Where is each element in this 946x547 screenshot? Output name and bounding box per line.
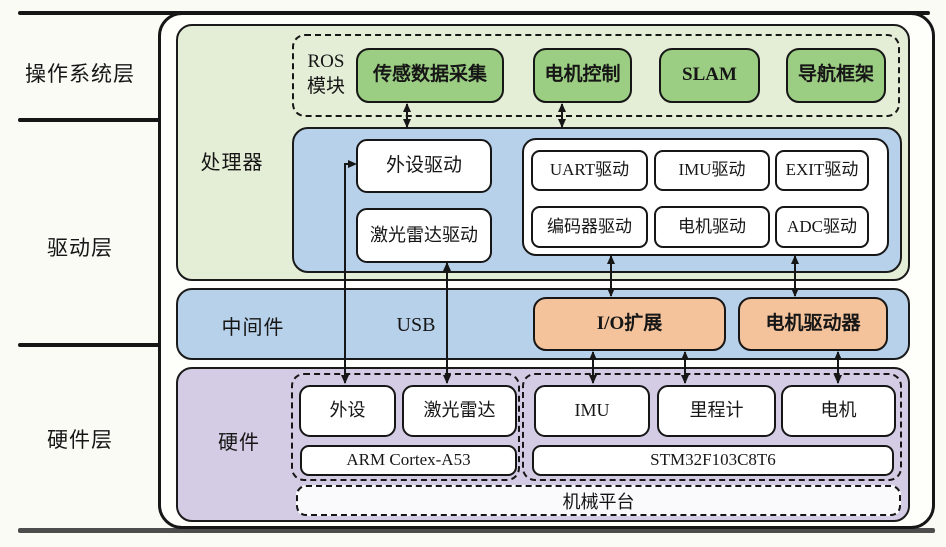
- middleware-label: 中间件: [221, 316, 285, 339]
- arrow-motordriver-motor: [833, 351, 842, 384]
- motor-box: 电机: [781, 385, 896, 437]
- arrow-drivers-io-expansion: [606, 255, 615, 297]
- arrow-io-imu: [588, 351, 597, 384]
- arrow-peripheral-into-driver: [344, 159, 357, 168]
- motor-driver-box: 电机驱动器: [738, 297, 888, 351]
- ros-module-label-line2: 模块: [306, 76, 345, 97]
- driver-uart: UART驱动: [531, 150, 648, 191]
- arrow-sensor-node-driver: [402, 103, 411, 128]
- processor-label: 处理器: [200, 151, 264, 174]
- peripheral-driver-box: 外设驱动: [356, 139, 492, 193]
- arrow-drivers-motor-driver: [790, 255, 799, 297]
- arrow-io-odometer: [680, 351, 689, 384]
- layer-label-os: 操作系统层: [25, 62, 135, 86]
- driver-adc: ADC驱动: [775, 206, 869, 248]
- driver-motor: 电机驱动: [654, 206, 770, 248]
- odometer-box: 里程计: [657, 385, 776, 437]
- layer-divider-driver-hardware: [18, 343, 160, 347]
- ros-node-motor-control: 电机控制: [533, 48, 632, 103]
- ros-module-group: [292, 34, 900, 117]
- mechanical-platform-box: 机械平台: [296, 485, 901, 516]
- peripheral-box: 外设: [299, 385, 396, 437]
- mcu-hardware-group: [522, 373, 902, 481]
- imu-box: IMU: [534, 385, 650, 437]
- layer-divider-os-driver: [18, 118, 160, 122]
- ros-module-label-line1: ROS: [307, 51, 345, 73]
- lidar-driver-box: 激光雷达驱动: [356, 208, 492, 263]
- io-expansion-box: I/O扩展: [533, 297, 726, 351]
- ros-module-label: ROS 模块: [298, 50, 354, 100]
- arrow-peripheral-vertical: [340, 164, 349, 384]
- layer-label-hardware: 硬件层: [47, 428, 113, 452]
- driver-encoder: 编码器驱动: [531, 206, 648, 248]
- stm32-chip-box: STM32F103C8T6: [532, 445, 894, 476]
- arrow-lidar-driver-lidar: [442, 262, 451, 384]
- driver-imu: IMU驱动: [654, 150, 770, 191]
- layer-divider-bottom: [18, 528, 935, 533]
- hardware-label: 硬件: [218, 431, 260, 454]
- ros-node-navigation: 导航框架: [786, 48, 886, 103]
- layer-label-driver: 驱动层: [47, 236, 113, 260]
- arm-hardware-group: [291, 373, 520, 481]
- ros-node-sensor-acquisition: 传感数据采集: [356, 48, 504, 103]
- arrow-motorctl-node-driver: [557, 103, 566, 128]
- lidar-box: 激光雷达: [402, 385, 517, 437]
- arm-chip-box: ARM Cortex-A53: [300, 445, 517, 476]
- ros-node-slam: SLAM: [659, 48, 760, 103]
- usb-label: USB: [396, 313, 436, 336]
- driver-exit: EXIT驱动: [775, 150, 869, 191]
